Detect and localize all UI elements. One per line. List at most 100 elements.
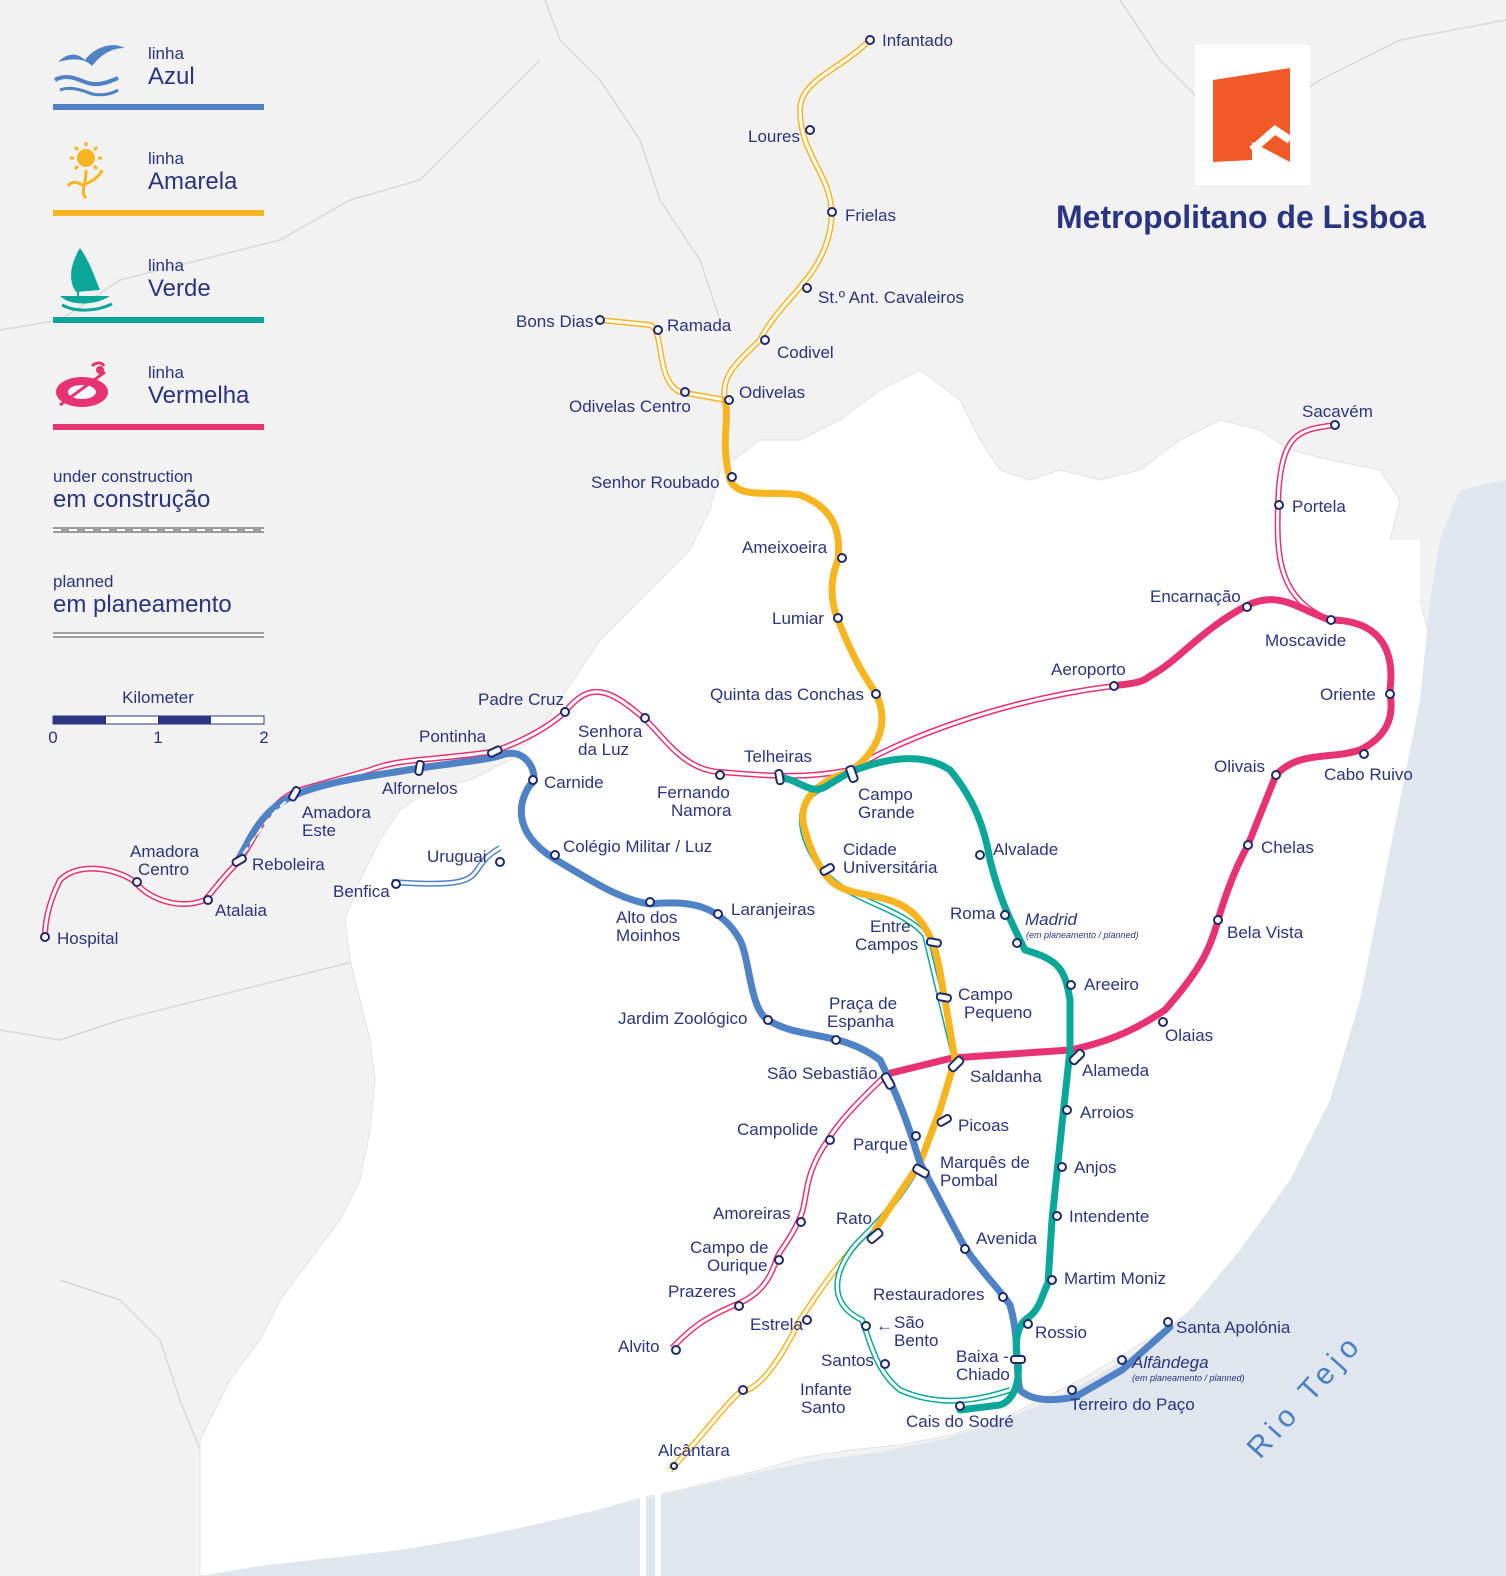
station-label: São Sebastião — [767, 1064, 878, 1083]
station-label: Praça de — [829, 994, 897, 1013]
station-label: Namora — [671, 801, 732, 820]
dock — [1390, 540, 1420, 620]
station-labels: Infantado Loures Frielas St.º Ant. Caval… — [57, 31, 1413, 1460]
linha-verde — [775, 755, 1074, 1414]
station-label: Parque — [853, 1135, 908, 1154]
station-label: Moscavide — [1265, 631, 1346, 650]
station-label: Prazeres — [668, 1282, 736, 1301]
station-label: Martim Moniz — [1064, 1269, 1166, 1288]
legend-vermelha-small: linha — [148, 363, 184, 382]
station-label: Grande — [858, 803, 915, 822]
station-label: Alvalade — [993, 840, 1058, 859]
station-label: Alvito — [618, 1337, 660, 1356]
station-label: Cidade — [843, 840, 897, 859]
station-label: Estrela — [750, 1315, 803, 1334]
linha-amarela — [721, 396, 959, 1234]
station-label: São — [894, 1313, 924, 1332]
station-label: Rato — [836, 1209, 872, 1228]
station-label: Picoas — [958, 1116, 1009, 1135]
station-label: Reboleira — [252, 855, 325, 874]
station-label: Amadora — [130, 842, 200, 861]
station-label: Lumiar — [772, 609, 824, 628]
station-label: Benfica — [333, 882, 390, 901]
station-label: Pombal — [940, 1171, 998, 1190]
station-label: Madrid — [1025, 910, 1078, 929]
station-label: Intendente — [1069, 1207, 1149, 1226]
station-label-arrow: ← — [876, 1316, 893, 1335]
station-markers — [40, 35, 1395, 1470]
active-lines — [234, 396, 1395, 1414]
station-label: Senhor Roubado — [591, 473, 720, 492]
station-label: Avenida — [976, 1229, 1038, 1248]
station-label: Amadora — [302, 803, 372, 822]
station-label: Infante — [800, 1380, 852, 1399]
station-label: Este — [302, 821, 336, 840]
legend-planned-small: planned — [53, 572, 114, 591]
station-label: Bento — [894, 1331, 938, 1350]
lisbon-area — [199, 369, 1441, 1576]
station-label: Encarnação — [1150, 587, 1241, 606]
station-label: Centro — [138, 860, 189, 879]
station-label: Pequeno — [964, 1003, 1032, 1022]
station-label: Entre — [870, 917, 911, 936]
scale-tick-1: 1 — [153, 728, 162, 747]
station-label: Odivelas — [739, 383, 805, 402]
station-label: Infantado — [882, 31, 953, 50]
station-label: Laranjeiras — [731, 900, 815, 919]
station-label: Bela Vista — [1227, 923, 1304, 942]
legend-amarela-small: linha — [148, 149, 184, 168]
station-label: Campolide — [737, 1120, 818, 1139]
legend-vermelha-swatch — [53, 424, 264, 430]
station-label: Olivais — [1214, 757, 1265, 776]
dock — [640, 1495, 646, 1576]
station-note: (em planeamento / planned) — [1026, 930, 1139, 940]
station-label: Cais do Sodré — [906, 1412, 1014, 1431]
station-label: Alto dos — [616, 908, 677, 927]
station-label: Amoreiras — [713, 1204, 790, 1223]
station-label: Colégio Militar / Luz — [563, 837, 712, 856]
legend-construction-big: em construção — [53, 486, 210, 513]
seagull-icon — [53, 45, 125, 97]
station-label: Espanha — [827, 1012, 895, 1031]
station-label: Bons Dias — [516, 312, 593, 331]
legend-construction-swatch — [53, 527, 264, 533]
dock — [655, 1490, 661, 1576]
station-label: Chelas — [1261, 838, 1314, 857]
legend-verde-swatch — [53, 317, 264, 323]
station-label: da Luz — [578, 740, 629, 759]
station-label: Anjos — [1074, 1158, 1117, 1177]
station-note: (em planeamento / planned) — [1132, 1373, 1245, 1383]
station-label: Arroios — [1080, 1103, 1134, 1122]
metro-logo — [1195, 45, 1310, 185]
station-label: Chiado — [956, 1365, 1010, 1384]
legend-amarela-swatch — [53, 210, 264, 216]
station-label: Universitária — [843, 858, 938, 877]
station-label: Ramada — [667, 316, 732, 335]
station-label: Alfornelos — [382, 779, 458, 798]
scale-title: Kilometer — [122, 688, 194, 707]
station-label: Carnide — [544, 773, 604, 792]
station-label: Campo de — [690, 1238, 768, 1257]
station-label: Loures — [748, 127, 800, 146]
station-label: Olaias — [1165, 1026, 1213, 1045]
station-label: Terreiro do Paço — [1070, 1395, 1195, 1414]
scale-tick-0: 0 — [48, 728, 57, 747]
station-label: Campos — [855, 935, 918, 954]
station-label: Senhora — [578, 722, 643, 741]
legend-azul-swatch — [53, 104, 264, 110]
legend-vermelha-big: Vermelha — [148, 382, 250, 409]
station-label: Areeiro — [1084, 975, 1139, 994]
scale-tick-2: 2 — [259, 728, 268, 747]
station-label: Oriente — [1320, 685, 1376, 704]
map-title: Metropolitano de Lisboa — [1056, 199, 1426, 235]
station-label: Baixa - — [956, 1347, 1009, 1366]
sunflower-icon — [66, 142, 104, 200]
station-label: Portela — [1292, 497, 1346, 516]
legend-construction-small: under construction — [53, 467, 193, 486]
caravel-icon — [60, 248, 113, 312]
compass-icon — [56, 361, 108, 407]
linha-vermelha — [883, 596, 1395, 1078]
station-label: Padre Cruz — [478, 690, 564, 709]
legend-planned-big: em planeamento — [53, 591, 232, 618]
